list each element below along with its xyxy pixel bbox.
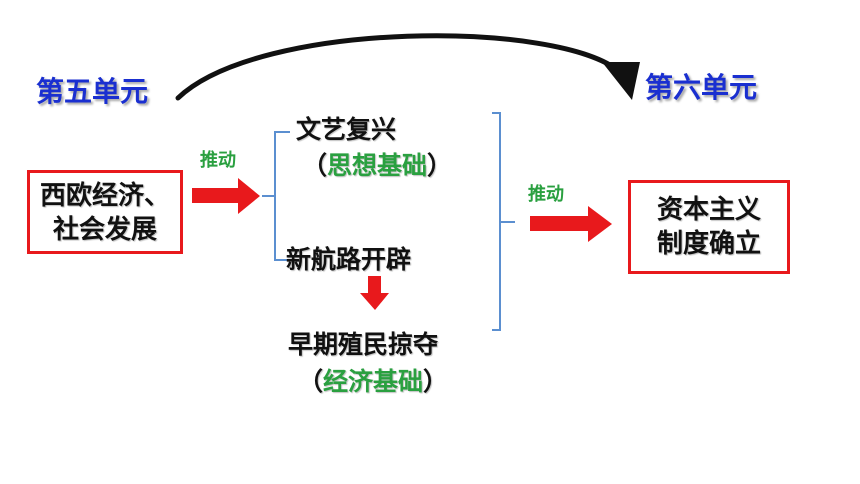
capitalism-box: 资本主义 制度确立 [628,180,790,274]
capitalism-line1: 资本主义 [656,195,761,225]
curved-arrow-head [602,62,640,100]
renaissance-title: 文艺复兴 [296,115,397,144]
western-europe-line1: 西欧经济、 [39,181,170,211]
western-europe-line2: 社会发展 [52,215,157,245]
renaissance-basis: （思想基础） [302,151,453,180]
down-arrow [360,276,389,310]
right-bracket [492,112,515,331]
push-arrow-right [530,206,612,242]
push-label-right: 推动 [528,184,564,205]
renaissance-basis-text: 思想基础 [327,151,428,180]
capitalism-line2: 制度确立 [656,229,761,259]
unit-five-label: 第五单元 [36,75,149,108]
colonial-basis-text: 经济基础 [323,367,424,396]
push-arrow-left [192,178,260,214]
new-route-title: 新航路开辟 [286,245,412,274]
colonial-title: 早期殖民掠夺 [288,330,439,359]
unit-six-label: 第六单元 [645,71,758,104]
western-europe-box: 西欧经济、 社会发展 [27,170,183,254]
push-label-left: 推动 [200,150,236,171]
curved-arrow [175,33,623,101]
colonial-basis: （经济基础） [298,367,449,396]
left-bracket [262,131,290,261]
